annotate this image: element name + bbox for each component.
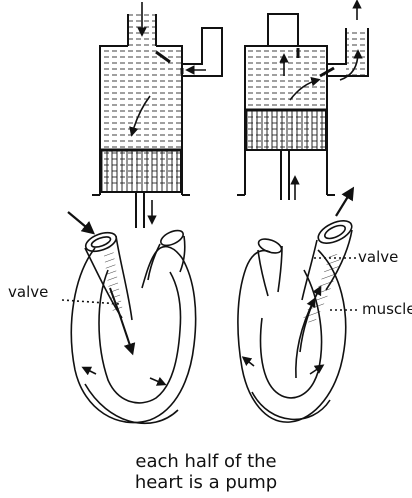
right-pump <box>237 14 368 200</box>
caption-line-1: each half of the <box>0 453 412 471</box>
caption-line-2: heart is a pump <box>0 474 412 492</box>
right-heart <box>238 216 355 422</box>
left-pump <box>92 14 222 228</box>
left-heart-arrows <box>62 212 164 384</box>
valve-label-right: valve <box>358 250 398 265</box>
valve-label-left: valve <box>8 285 48 300</box>
left-heart <box>71 227 195 423</box>
muscle-label: muscle <box>362 302 412 317</box>
